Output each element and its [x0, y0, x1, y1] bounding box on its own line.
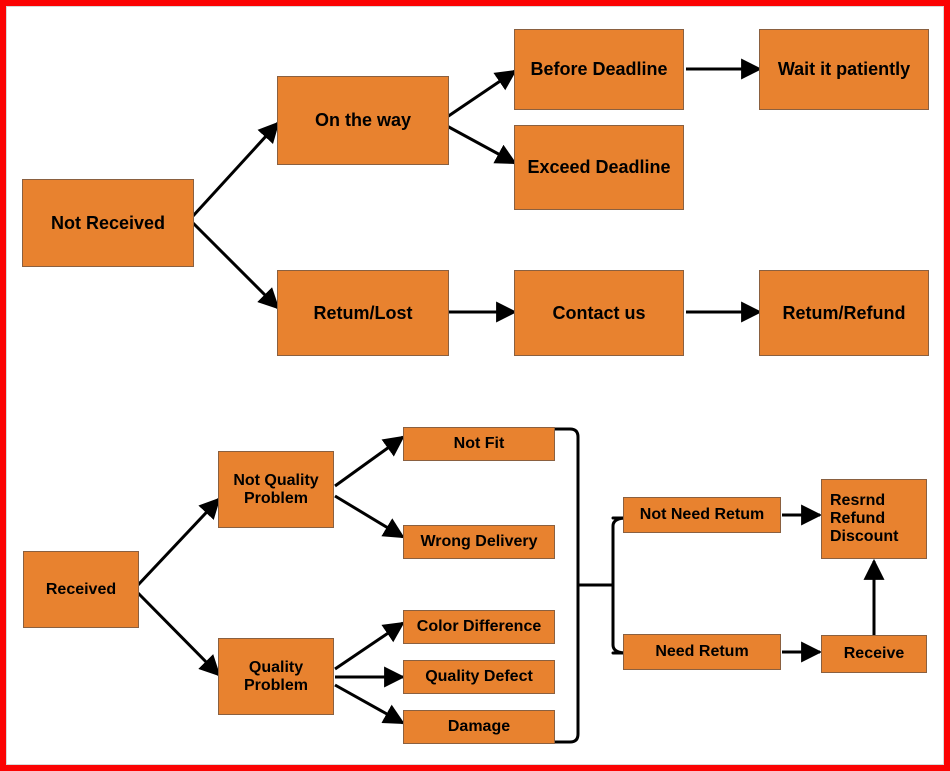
- edge-received-to-quality-problem: [136, 591, 221, 677]
- node-not-need-return[interactable]: Not Need Retum: [623, 497, 781, 533]
- node-quality-defect[interactable]: Quality Defect: [403, 660, 555, 694]
- node-quality-problem-label: Quality Problem: [243, 658, 308, 694]
- node-received-label: Received: [45, 580, 117, 598]
- node-quality-defect-label: Quality Defect: [425, 668, 533, 686]
- edge-quality-problem-to-color-difference: [334, 621, 405, 671]
- node-exceed-deadline[interactable]: Exceed Deadline: [514, 125, 684, 210]
- edge-not-received-to-on-the-way: [191, 121, 280, 218]
- node-need-return[interactable]: Need Retum: [623, 634, 781, 670]
- node-return-lost[interactable]: Retum/Lost: [277, 270, 449, 356]
- node-not-received-label: Not Received: [50, 212, 166, 233]
- node-damage-label: Damage: [447, 718, 511, 736]
- node-contact-us-label: Contact us: [552, 302, 646, 323]
- node-receive-label: Receive: [843, 645, 905, 663]
- node-on-the-way-label: On the way: [314, 110, 412, 131]
- edge-not-quality-problem-to-not-fit: [334, 435, 405, 488]
- node-wrong-delivery-label: Wrong Delivery: [420, 533, 538, 551]
- node-wait-it-patiently-label: Wait it patiently: [777, 59, 911, 80]
- edge-on-the-way-to-before-deadline: [446, 69, 517, 119]
- node-quality-problem[interactable]: Quality Problem: [218, 638, 334, 715]
- node-receive[interactable]: Receive: [821, 635, 927, 673]
- edge-not-quality-problem-to-wrong-delivery: [334, 494, 405, 539]
- node-received[interactable]: Received: [23, 551, 139, 628]
- node-on-the-way[interactable]: On the way: [277, 76, 449, 165]
- node-not-received[interactable]: Not Received: [22, 179, 194, 267]
- node-before-deadline[interactable]: Before Deadline: [514, 29, 684, 110]
- node-not-fit[interactable]: Not Fit: [403, 427, 555, 461]
- node-resend-refund-discount[interactable]: Resrnd Refund Discount: [821, 479, 927, 559]
- node-contact-us[interactable]: Contact us: [514, 270, 684, 356]
- node-need-return-label: Need Retum: [655, 643, 749, 661]
- flowchart-inner-frame: Not Received On the way Before Deadline …: [6, 6, 944, 765]
- edge-received-to-not-quality-problem: [136, 497, 221, 587]
- node-not-quality-problem[interactable]: Not Quality Problem: [218, 451, 334, 528]
- flowchart-connectors: [136, 58, 885, 744]
- node-not-fit-label: Not Fit: [453, 435, 505, 453]
- node-return-refund-label: Retum/Refund: [782, 302, 906, 323]
- node-damage[interactable]: Damage: [403, 710, 555, 744]
- bracket-return-split: [611, 516, 629, 655]
- edge-quality-problem-to-damage: [334, 683, 405, 725]
- node-not-need-return-label: Not Need Retum: [639, 506, 765, 524]
- bracket-reasons-collector: [553, 427, 580, 744]
- node-not-quality-problem-label: Not Quality Problem: [233, 471, 319, 507]
- node-color-difference-label: Color Difference: [416, 618, 542, 636]
- edge-on-the-way-to-exceed-deadline: [446, 124, 517, 165]
- node-wrong-delivery[interactable]: Wrong Delivery: [403, 525, 555, 559]
- node-color-difference[interactable]: Color Difference: [403, 610, 555, 644]
- node-before-deadline-label: Before Deadline: [530, 59, 668, 80]
- node-wait-it-patiently[interactable]: Wait it patiently: [759, 29, 929, 110]
- edge-not-received-to-return-lost: [191, 221, 280, 310]
- node-exceed-deadline-label: Exceed Deadline: [527, 157, 671, 178]
- node-return-lost-label: Retum/Lost: [313, 302, 413, 323]
- node-return-refund[interactable]: Retum/Refund: [759, 270, 929, 356]
- node-resend-refund-discount-label: Resrnd Refund Discount: [830, 492, 899, 545]
